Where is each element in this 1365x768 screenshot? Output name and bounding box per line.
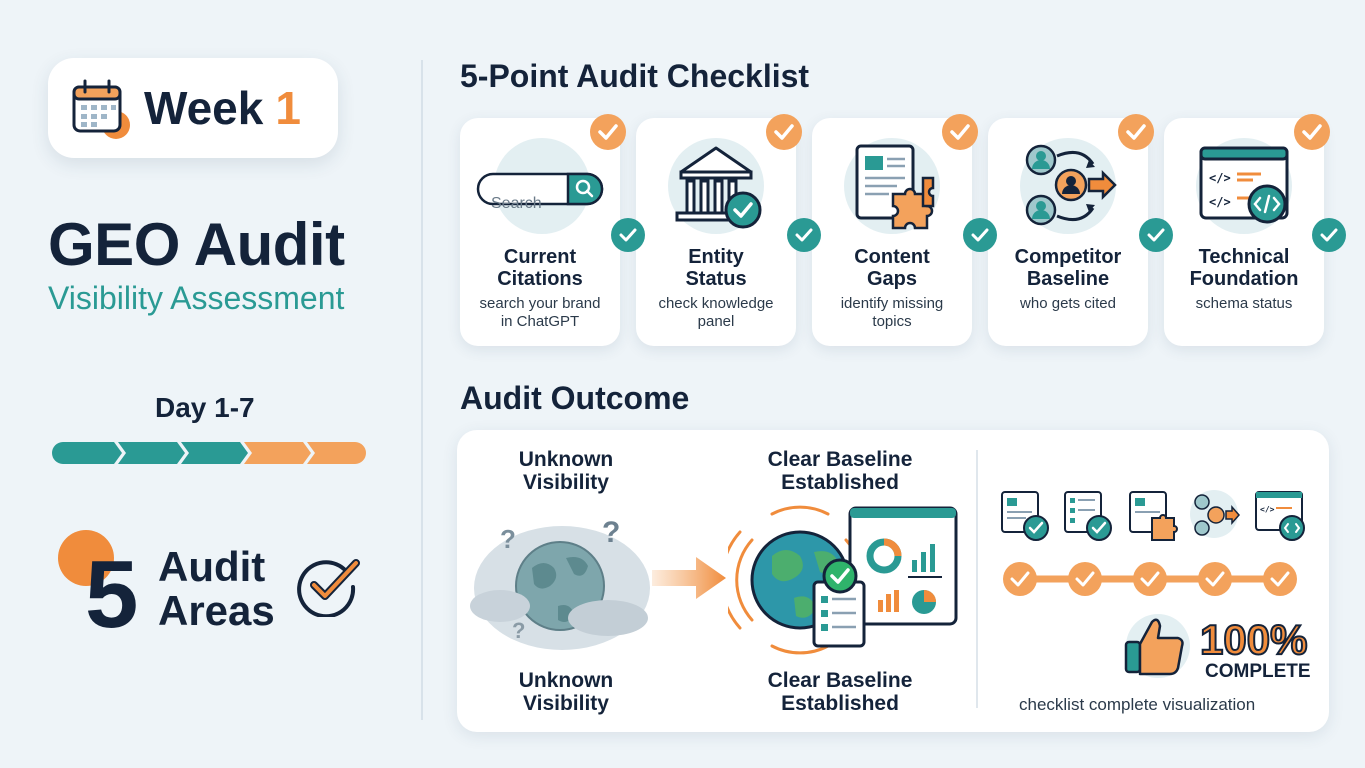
check-icon xyxy=(611,218,645,252)
viz-caption: checklist complete visualization xyxy=(1019,695,1256,714)
globe-dashboard-icon xyxy=(728,505,958,655)
progress-segment xyxy=(52,442,122,464)
calendar-icon xyxy=(70,77,132,139)
accent-circle xyxy=(58,530,114,586)
check-icon xyxy=(1118,114,1154,150)
competitor-icon xyxy=(1003,134,1133,244)
check-icon xyxy=(766,114,802,150)
outcome-title: Audit Outcome xyxy=(460,380,690,416)
competitor-icon xyxy=(1190,490,1240,538)
audit-areas-line1: Audit xyxy=(158,543,266,590)
week-number: 1 xyxy=(275,82,301,134)
search-bar-illustration: Search xyxy=(475,134,605,244)
bank-icon xyxy=(651,134,781,244)
day-range: Day 1-7 xyxy=(155,392,255,423)
divider xyxy=(421,60,423,720)
progress-segment xyxy=(181,442,248,464)
page-title: GEO Audit xyxy=(48,211,345,278)
svg-text:</>: </> xyxy=(1209,195,1231,209)
svg-text:?: ? xyxy=(500,524,516,554)
week-badge: Week 1 xyxy=(48,58,338,158)
search-placeholder: Search xyxy=(491,195,542,212)
puzzle-document-icon xyxy=(827,134,957,244)
check-icon xyxy=(942,114,978,150)
check-icon xyxy=(1139,218,1173,252)
svg-text:?: ? xyxy=(602,516,620,549)
week-label: Week xyxy=(144,82,264,134)
arrow-right-icon xyxy=(652,557,726,599)
foggy-globe-icon: ? ? ? xyxy=(470,516,650,650)
complete-label: COMPLETE xyxy=(1205,661,1311,682)
checklist-title: 5-Point Audit Checklist xyxy=(460,58,810,94)
audit-areas-line2: Areas xyxy=(158,587,275,634)
page-subtitle: Visibility Assessment xyxy=(48,280,345,316)
code-icon: </> </> xyxy=(1179,134,1309,244)
mini-icons-row: </> xyxy=(1001,490,1305,541)
puzzle-document-icon xyxy=(1129,491,1178,541)
progress-segment xyxy=(118,442,185,464)
check-icon xyxy=(963,218,997,252)
percent-complete: 100% xyxy=(1199,615,1308,664)
document-check-icon xyxy=(1064,491,1112,541)
card-description: schema status xyxy=(1195,295,1293,312)
progress-segment xyxy=(307,442,366,464)
document-check-icon xyxy=(1001,491,1049,541)
outcome-divider xyxy=(976,450,978,708)
svg-text:</>: </> xyxy=(1260,505,1275,514)
check-icon xyxy=(590,114,626,150)
progress-bar xyxy=(52,442,366,464)
audit-count: 5 xyxy=(85,541,139,648)
check-timeline xyxy=(1003,562,1297,596)
audit-areas-label: Audit Areas xyxy=(158,545,275,633)
progress-segment xyxy=(244,442,311,464)
thumbs-up-icon xyxy=(1124,614,1190,678)
search-icon xyxy=(575,179,591,195)
check-icon xyxy=(787,218,821,252)
check-icon xyxy=(1312,218,1346,252)
svg-text:?: ? xyxy=(512,618,525,643)
code-icon: </> xyxy=(1255,491,1305,541)
svg-text:</>: </> xyxy=(1209,171,1231,185)
card-description: who gets cited xyxy=(1020,295,1116,312)
check-icon xyxy=(1294,114,1330,150)
checkmark-circle-icon xyxy=(297,559,360,617)
